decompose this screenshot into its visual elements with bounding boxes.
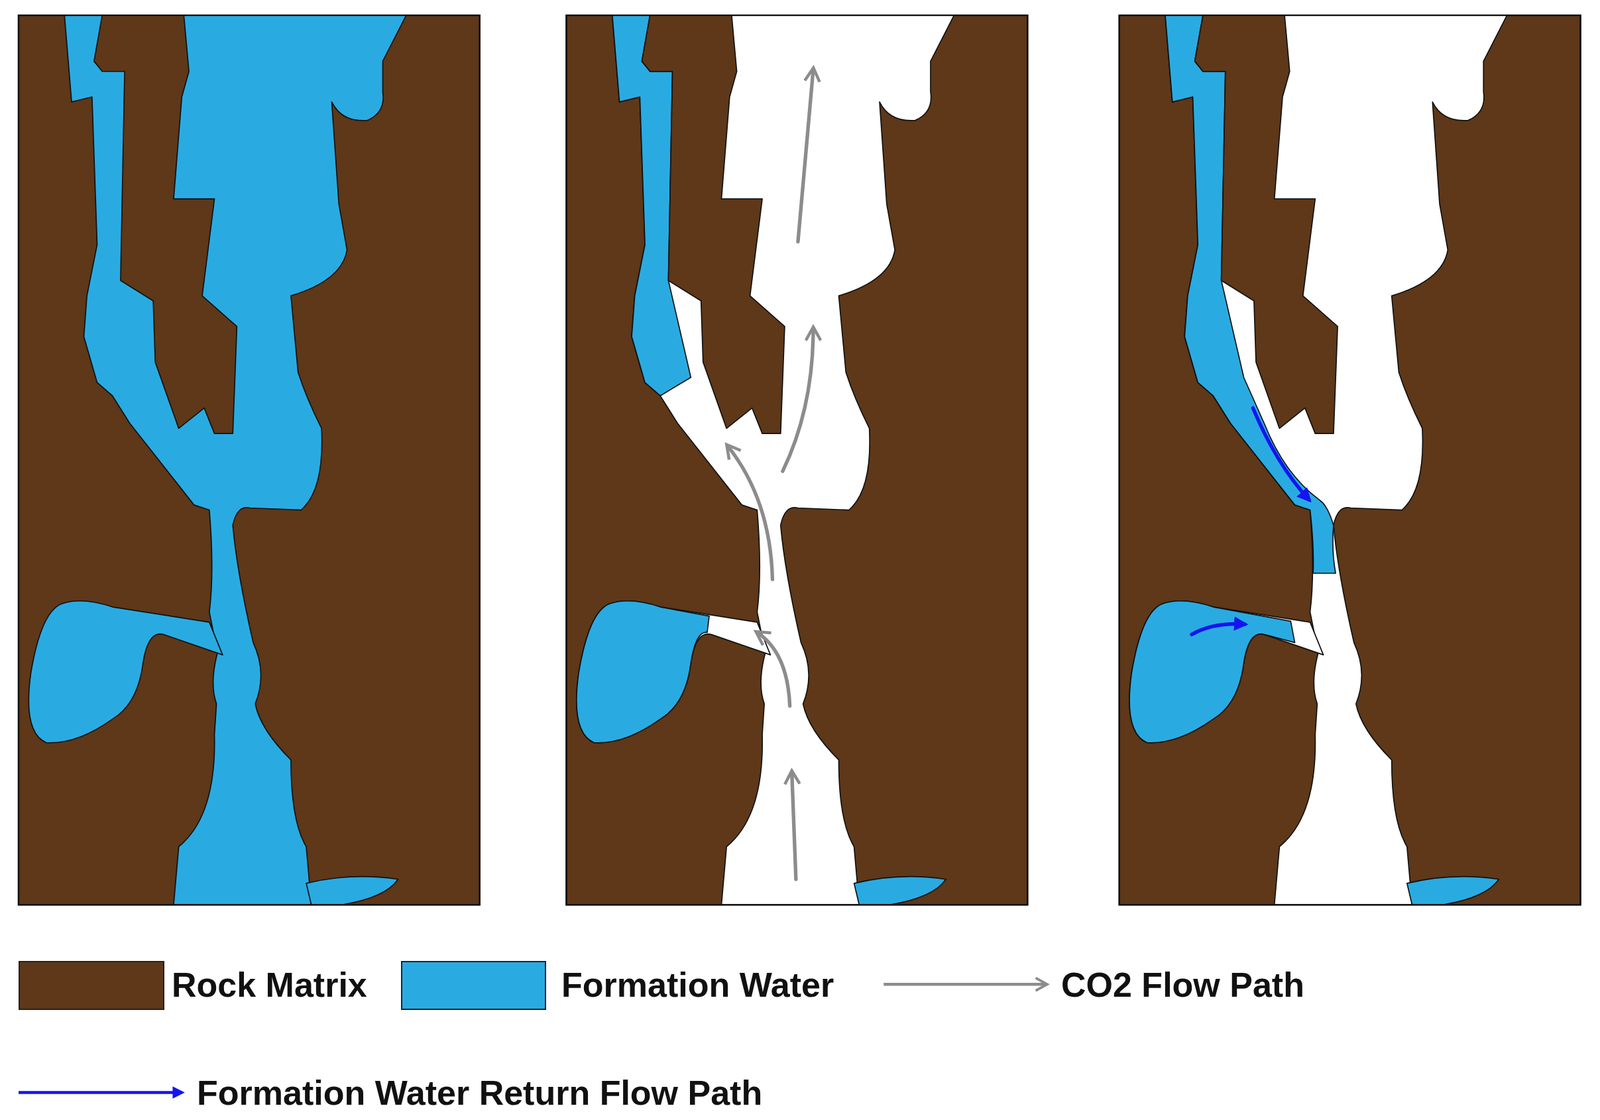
pore-region <box>1129 601 1295 743</box>
pore-panel <box>1119 15 1581 905</box>
co2-flow-arrow <box>792 772 797 880</box>
pore-region <box>1129 601 1324 743</box>
legend-return-arrow <box>18 1090 182 1095</box>
legend-label: CO2 Flow Path <box>1061 964 1305 1006</box>
water-return-arrow <box>1252 408 1310 501</box>
pore-panel <box>18 15 480 905</box>
legend-swatch <box>400 961 547 1011</box>
panel-frame <box>1119 15 1581 905</box>
pore-region <box>64 15 407 905</box>
panel-frame <box>18 15 480 905</box>
pore-region <box>306 876 399 906</box>
legend-co2-arrow <box>883 982 1046 987</box>
pore-panel <box>566 15 1029 905</box>
co2-flow-arrow <box>798 69 814 242</box>
pore-region <box>641 15 785 434</box>
panel-frame <box>566 15 1029 905</box>
pore-region <box>1407 876 1500 906</box>
rock-matrix <box>566 15 1029 905</box>
legend-swatch <box>18 961 165 1011</box>
pore-region <box>576 601 710 743</box>
legend-label: Formation Water Return Flow Path <box>196 1072 763 1114</box>
pore-region <box>612 15 955 905</box>
legend-label: Formation Water <box>561 964 834 1006</box>
co2-flow-arrow <box>782 328 814 472</box>
co2-flow-arrow <box>727 446 773 580</box>
pore-region <box>576 601 771 743</box>
co2-flow-arrow <box>756 632 790 706</box>
pore-region <box>1195 15 1338 434</box>
pore-region <box>1165 15 1508 905</box>
water-return-arrow <box>1191 624 1245 635</box>
rock-matrix <box>18 15 480 905</box>
pore-region <box>854 876 947 906</box>
pore-region <box>28 601 223 743</box>
rock-matrix <box>1119 15 1581 905</box>
legend-label: Rock Matrix <box>171 964 368 1006</box>
pore-region <box>94 15 237 434</box>
